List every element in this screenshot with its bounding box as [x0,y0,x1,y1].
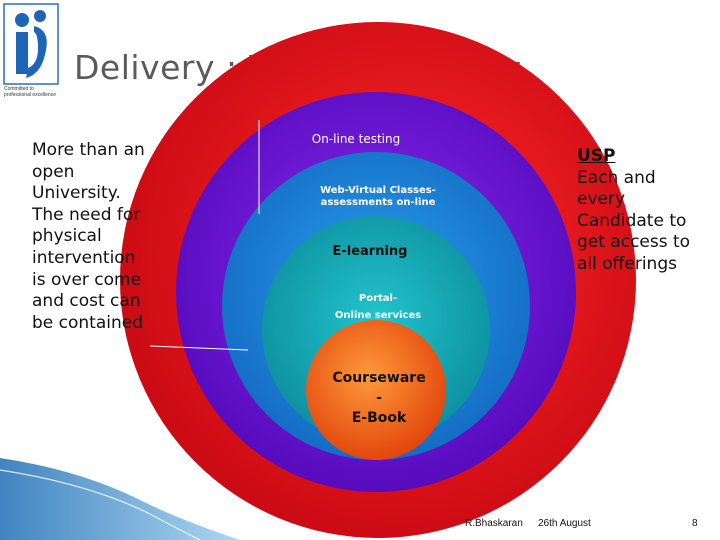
label-courseware-line1: Courseware [332,370,426,386]
label-courseware: Courseware - E-Book [316,368,442,428]
usp-body: Each and every Candidate to get access t… [577,167,691,274]
label-e-learning: E-learning [332,244,408,259]
label-web-virtual-classes: Web-Virtual Classes-assessments on-line [320,185,436,208]
label-portal-line2: Online services [334,310,422,321]
label-courseware-line2: - [376,390,382,406]
footer-date: 26th August [538,518,591,529]
usp-block: USP Each and every Candidate to get acce… [577,146,697,276]
connector-line-left [149,345,249,351]
label-portal: Portal- Online services [320,290,436,324]
institute-logo [3,3,59,85]
label-portal-line1: Portal- [358,293,398,304]
left-description: More than an open University. The need f… [32,140,145,333]
decorative-wave-accent [0,469,201,540]
label-online-testing: On-line testing [311,132,401,146]
circle-core [306,320,446,460]
footer-page-number: 8 [692,518,698,529]
label-courseware-line3: E-Book [351,410,407,426]
usp-heading: USP [577,146,616,166]
footer-author: R.Bhaskaran [465,518,523,529]
decorative-wave [0,458,240,540]
logo-caption: Committed to professional excellence [4,86,56,98]
